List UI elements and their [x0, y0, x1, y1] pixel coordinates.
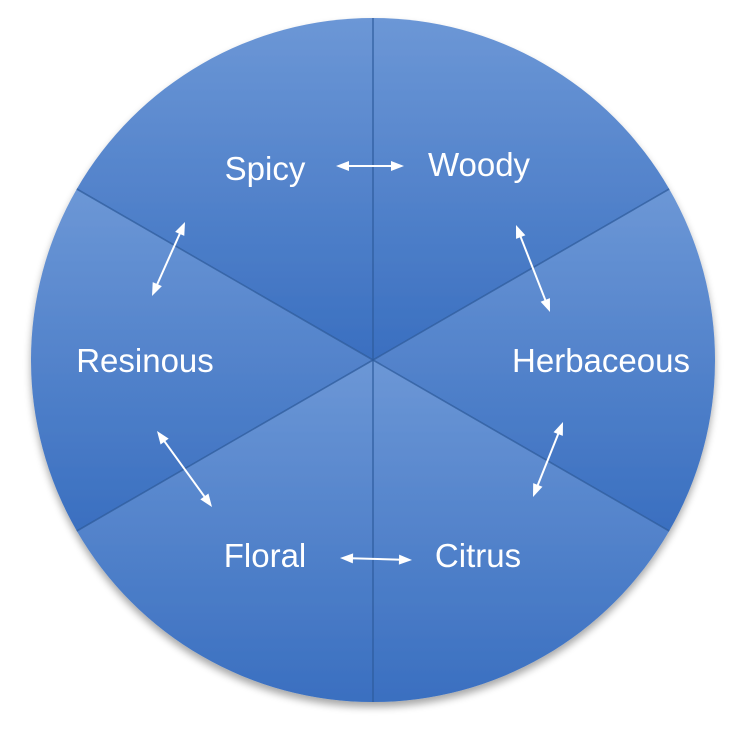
- arrow-woody-herbaceous-head-end: [540, 298, 550, 312]
- arrow-floral-resinous-head-start: [200, 493, 212, 507]
- arrow-floral-resinous-head-end: [157, 431, 169, 445]
- arrow-citrus-floral-head-end: [340, 553, 354, 564]
- label-woody: Woody: [428, 146, 531, 183]
- arrow-citrus-floral-shaft: [350, 557, 402, 561]
- arrow-floral-resinous: [157, 431, 212, 507]
- relationship-arrows: [152, 161, 563, 565]
- segment-floral: [76, 360, 374, 702]
- label-herbaceous: Herbaceous: [512, 342, 690, 379]
- segment-citrus: [373, 360, 670, 702]
- arrow-resinous-spicy-head-end: [175, 222, 185, 236]
- segment-spicy: [76, 18, 374, 360]
- segment-dividers: [76, 18, 670, 702]
- label-citrus: Citrus: [435, 537, 521, 574]
- arrow-woody-herbaceous-shaft: [518, 234, 548, 303]
- arrow-resinous-spicy-head-start: [152, 282, 162, 296]
- arrow-spicy-woody-head-end: [391, 161, 404, 171]
- arrow-woody-herbaceous: [516, 225, 550, 312]
- label-spicy: Spicy: [225, 150, 306, 187]
- segment-resinous: [30, 189, 373, 531]
- arrow-resinous-spicy: [152, 222, 185, 296]
- arrow-citrus-floral: [340, 553, 412, 565]
- arrow-woody-herbaceous-head-start: [516, 225, 526, 239]
- arrow-resinous-spicy-shaft: [155, 231, 182, 287]
- arrow-herbaceous-citrus-head-end: [533, 483, 543, 497]
- arrow-spicy-woody: [336, 161, 404, 171]
- arrow-herbaceous-citrus: [533, 422, 563, 497]
- arrow-spicy-woody-head-start: [336, 161, 349, 171]
- arrow-herbaceous-citrus-head-start: [553, 422, 563, 436]
- arrow-herbaceous-citrus-shaft: [535, 431, 561, 488]
- label-floral: Floral: [224, 537, 307, 574]
- segment-woody: [373, 18, 670, 360]
- segment-herbaceous: [373, 189, 716, 531]
- arrow-floral-resinous-shaft: [162, 438, 207, 500]
- label-resinous: Resinous: [76, 342, 214, 379]
- wheel-segments: [30, 18, 716, 702]
- arrow-citrus-floral-head-start: [398, 554, 412, 565]
